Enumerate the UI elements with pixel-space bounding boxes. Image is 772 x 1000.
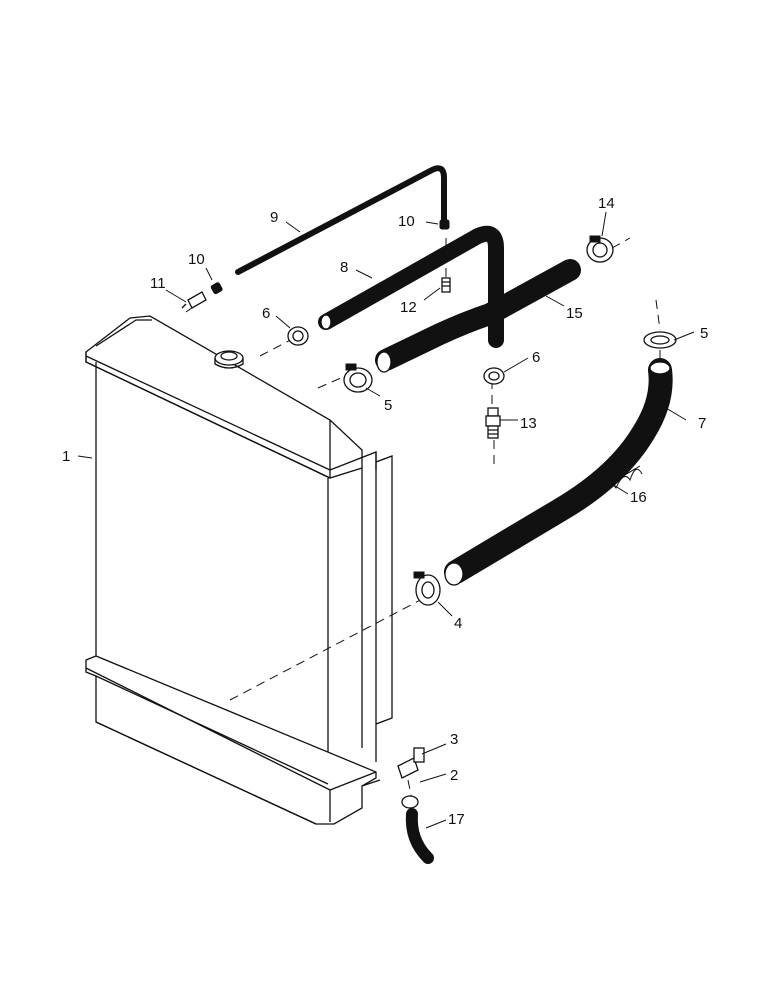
fitting-10-upper — [439, 219, 450, 230]
callout-2: 2 — [450, 767, 458, 784]
callout-15: 15 — [566, 305, 583, 322]
hose-clamp-6-left — [287, 326, 309, 346]
callout-9: 9 — [270, 209, 278, 226]
callout-12: 12 — [400, 299, 417, 316]
callout-1: 1 — [62, 448, 70, 465]
callout-8: 8 — [340, 259, 348, 276]
callout-13: 13 — [520, 415, 537, 432]
lower-hose — [444, 358, 673, 586]
hose-clamp-5-upper — [343, 363, 373, 393]
callout-6-right: 6 — [532, 349, 540, 366]
callout-4: 4 — [454, 615, 462, 632]
callout-14: 14 — [598, 195, 615, 212]
hose-spring — [583, 465, 643, 499]
callout-7: 7 — [698, 415, 706, 432]
fitting-11 — [181, 291, 207, 309]
drain-hose — [405, 808, 434, 864]
callout-5-right: 5 — [700, 325, 708, 342]
fitting-13 — [485, 407, 501, 439]
upper-hose — [375, 259, 581, 373]
callout-16: 16 — [630, 489, 647, 506]
callout-5-upper: 5 — [384, 397, 392, 414]
hose-clamp-5-right — [643, 331, 677, 349]
fitting-10-left — [210, 282, 223, 295]
radiator — [85, 315, 393, 825]
hose-clamp-14 — [586, 235, 614, 263]
hose-clamp-4 — [413, 571, 441, 606]
callout-10-upper: 10 — [398, 213, 415, 230]
callout-3: 3 — [450, 731, 458, 748]
leader-lines — [77, 211, 695, 829]
callout-6-left: 6 — [262, 305, 270, 322]
drain-clamp — [401, 795, 419, 809]
callout-11: 11 — [150, 275, 166, 292]
fitting-12 — [441, 277, 451, 293]
vent-pipe — [235, 165, 447, 275]
callout-17: 17 — [448, 811, 465, 828]
assembly-guide-lines — [185, 237, 661, 801]
callout-10-left: 10 — [188, 251, 205, 268]
drain-valve — [397, 747, 425, 779]
hose-clamp-6-right — [483, 367, 505, 385]
bypass-hose — [318, 225, 504, 348]
